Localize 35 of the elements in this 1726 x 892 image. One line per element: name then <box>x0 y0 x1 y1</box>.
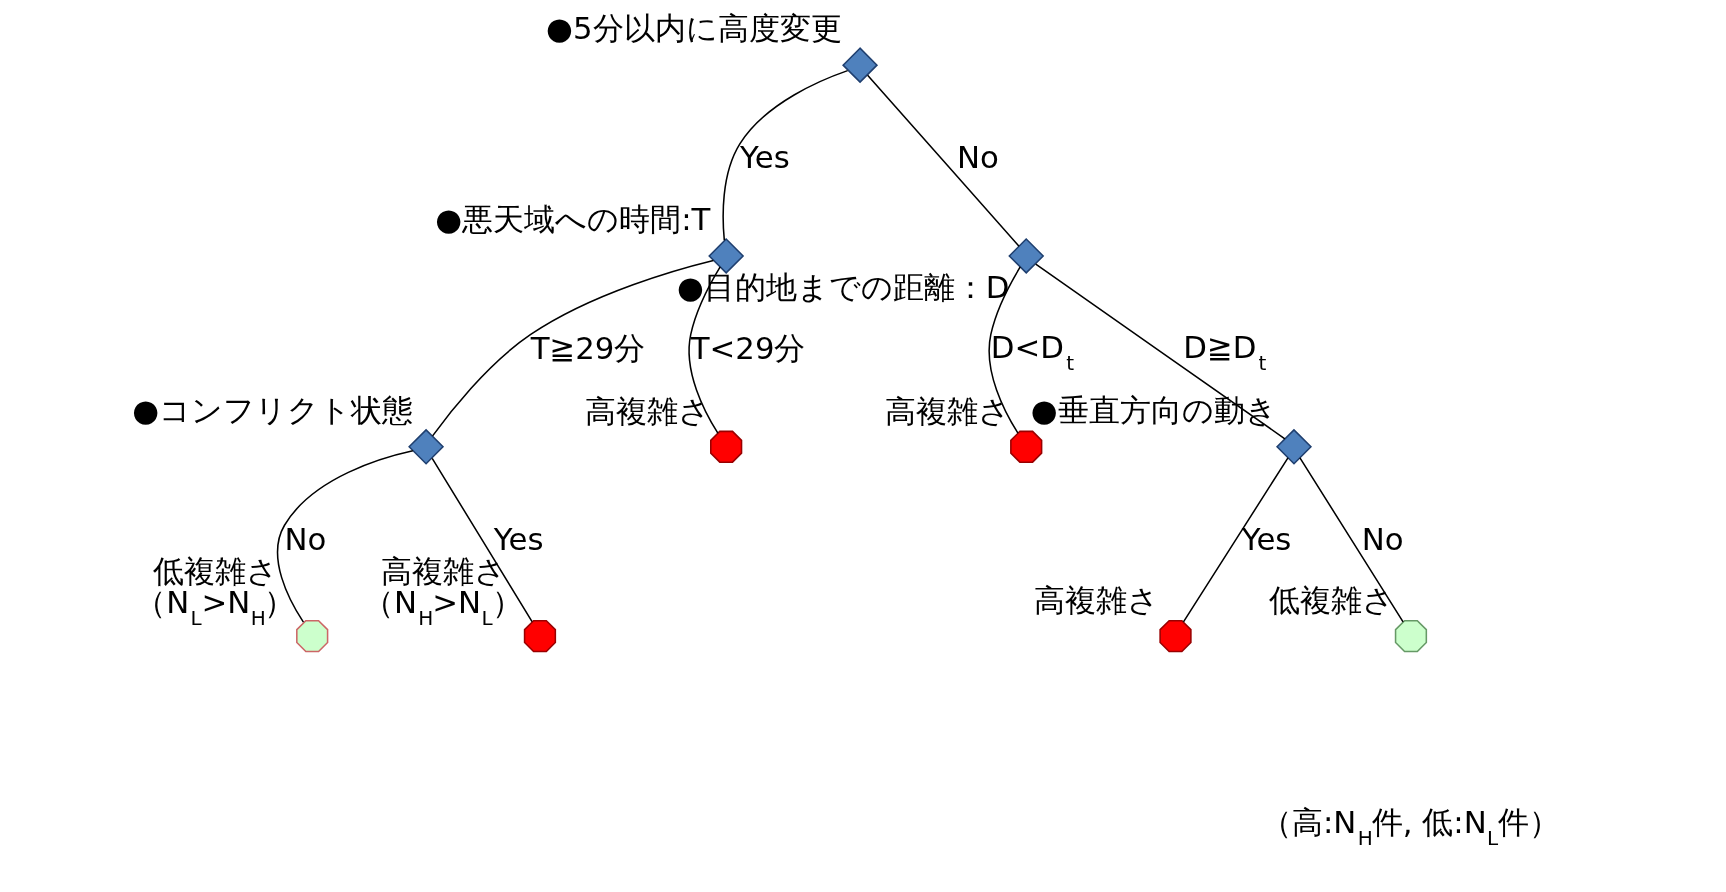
connector <box>1034 263 1286 440</box>
node-label: 低複雑さ <box>1268 582 1394 619</box>
edge-label: No <box>284 520 326 557</box>
edge-label: Yes <box>739 139 790 176</box>
edge-label: T≧29分 <box>530 330 645 367</box>
connector <box>866 74 1020 247</box>
edge-label: Yes <box>1241 520 1291 557</box>
node-diamond <box>407 428 444 465</box>
edge-label: T<29分 <box>690 330 805 367</box>
connector <box>987 266 1021 434</box>
label: （高:N$_{H}$件, 低:N$_{L}$件） <box>1260 804 1560 851</box>
node-label: 高複雑さ <box>584 393 710 430</box>
node-label: ●5分以内に高度変更 <box>545 9 842 46</box>
edge-label: Yes <box>493 520 543 557</box>
connector <box>687 266 721 434</box>
connector <box>1182 457 1289 623</box>
connector <box>721 69 848 241</box>
connector <box>276 450 414 623</box>
node-diamond <box>841 47 878 84</box>
node-diamond <box>1007 237 1044 274</box>
node-diamond <box>707 237 744 274</box>
connector <box>431 259 714 437</box>
edge-label: No <box>956 139 999 176</box>
node-diamond <box>1275 428 1312 465</box>
node-label: ●コンフリクト状態 <box>131 391 413 428</box>
connector <box>430 457 533 623</box>
node-label: 高複雑さ <box>884 393 1010 430</box>
node-label: 高複雑さ <box>1033 582 1159 619</box>
connector <box>1298 457 1404 623</box>
node-label: ●垂直方向の動き <box>1030 391 1277 428</box>
node-label: ●悪天域への時間:T <box>434 200 710 237</box>
edge-label: No <box>1361 520 1404 557</box>
edge-label: D<D$_{t}$ <box>990 328 1074 375</box>
node-label: ●目的地までの距離：D <box>676 268 1009 305</box>
edge-label: D≧D$_{t}$ <box>1182 328 1266 375</box>
